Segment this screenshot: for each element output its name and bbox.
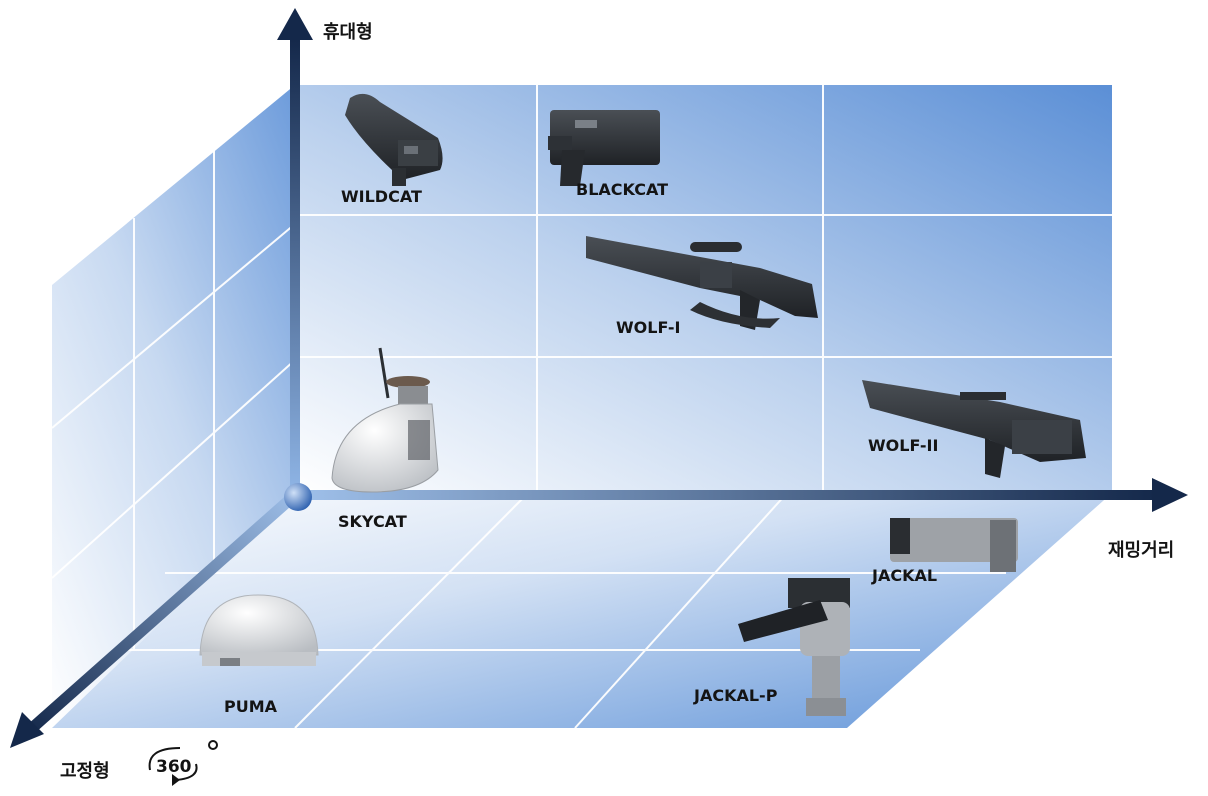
horizontal-axis-arrow [298,478,1188,512]
floor-plane [52,493,1112,728]
product-label-wildcat: WILDCAT [341,187,422,206]
puma-device-image [199,594,319,666]
product-label-wolf-ii: WOLF-II [868,436,939,455]
product-label-puma: PUMA [224,697,278,716]
wolf-i-device-image [586,236,818,330]
left-plane [52,85,295,728]
product-label-blackcat: BLACKCAT [576,180,668,199]
vertical-axis-arrow [277,8,313,495]
wolf-ii-device-image [862,380,1086,478]
skycat-device-image [331,347,439,493]
vertical-axis-label: 휴대형 [323,22,373,43]
jackal-device-image [890,518,1018,572]
rotate-360-icon [148,740,218,786]
wildcat-device-image [345,93,443,186]
depth-axis-label: 고정형 [60,761,110,782]
product-label-wolf-i: WOLF-I [616,318,681,337]
product-label-skycat: SKYCAT [338,512,407,531]
blackcat-device-image [548,110,660,186]
horizontal-axis-label: 재밍거리 [1108,540,1175,561]
depth-axis-arrow [10,491,299,748]
product-label-jackal-p: JACKAL-P [694,686,778,705]
rotate-360-icon-text: 360 [156,757,192,777]
axis-origin-ball [284,483,312,511]
product-label-jackal: JACKAL [872,566,938,585]
jackal-p-device-image [738,578,850,716]
